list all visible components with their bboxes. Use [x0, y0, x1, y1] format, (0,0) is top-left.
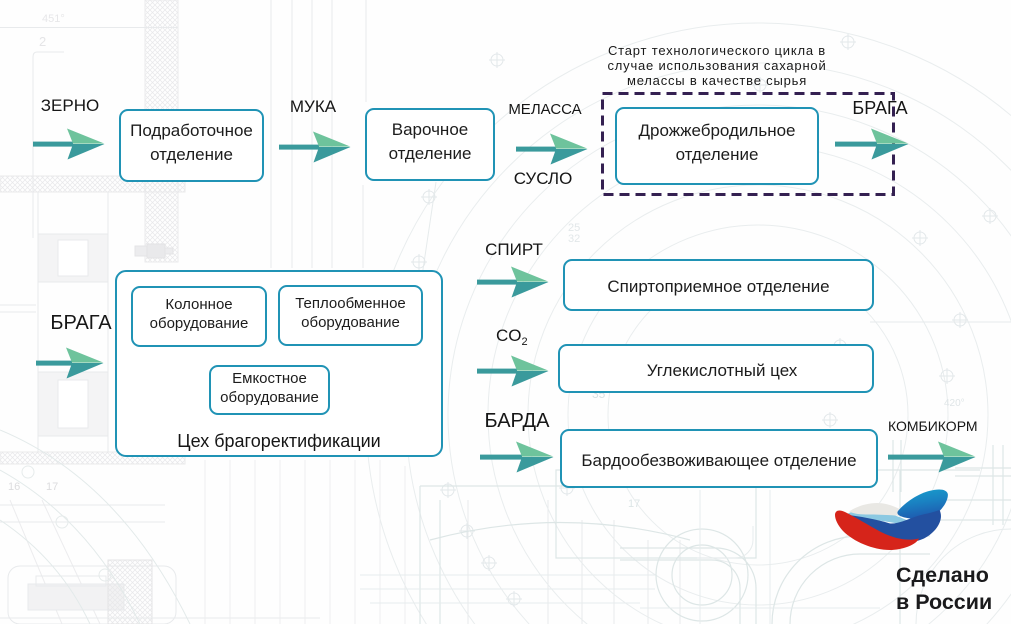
- svg-text:25: 25: [568, 222, 580, 234]
- svg-text:2: 2: [39, 34, 46, 49]
- svg-text:16: 16: [8, 481, 20, 493]
- svg-text:451°: 451°: [42, 13, 65, 25]
- svg-text:32: 32: [568, 233, 580, 245]
- svg-text:420°: 420°: [944, 398, 965, 409]
- svg-text:17: 17: [46, 481, 58, 493]
- svg-text:17: 17: [628, 498, 640, 510]
